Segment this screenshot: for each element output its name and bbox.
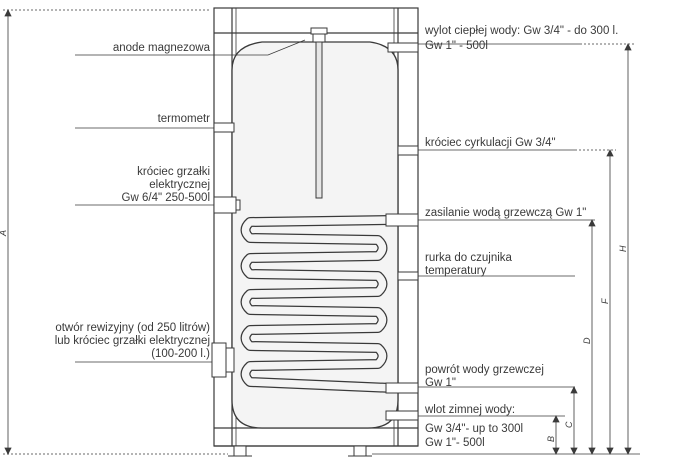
hot-water-outlet-port [387, 42, 419, 53]
dimension-D: D [582, 337, 592, 344]
inspection-port [211, 342, 227, 378]
label-heater-1: króciec grzałki [137, 166, 210, 178]
dimension-H: H [618, 245, 628, 252]
dimension-F: F [600, 298, 610, 304]
label-anode: anode magnezowa [113, 42, 211, 54]
label-thermometer: termometr [158, 113, 211, 125]
label-inspection-2: lub króciec grzałki elektrycznej [55, 335, 210, 347]
heater-port [213, 196, 237, 214]
heating-return-port [385, 382, 419, 394]
label-heating-return-2: Gw 1" [425, 377, 456, 389]
label-heater-2: elektrycznej [149, 179, 210, 191]
right-connectors [385, 42, 419, 421]
label-sensor-2: temperatury [425, 265, 487, 277]
cold-inlet-port [385, 410, 419, 421]
magnesium-anode [310, 27, 328, 199]
label-heating-return-1: powrót wody grzewczej [425, 364, 544, 376]
heating-supply-port [385, 213, 419, 227]
label-cold-inlet-3: Gw 1"- 500l [425, 437, 485, 449]
label-cold-inlet-1: wlot zimnej wody: [424, 404, 515, 416]
sensor-port [397, 271, 419, 281]
heating-coil [240, 215, 397, 393]
dimension-lines [3, 9, 640, 455]
label-sensor-1: rurka do czujnika [425, 252, 513, 264]
label-inspection-3: (100-200 l.) [151, 348, 210, 360]
label-circulation: króciec cyrkulacji Gw 3/4" [425, 137, 556, 149]
dimension-B: B [546, 436, 556, 442]
label-heater-3: Gw 6/4" 250-500l [122, 192, 210, 204]
thermometer-port [213, 122, 235, 133]
label-cold-inlet-2: Gw 3/4"- up to 300l [425, 423, 523, 435]
label-hot-outlet-2: Gw 1" - 500l [425, 40, 488, 52]
tank-feet [228, 445, 372, 457]
label-hot-outlet-1: wylot ciepłej wody: Gw 3/4" - do 300 l. [424, 25, 618, 37]
circulation-port [397, 145, 419, 156]
label-inspection-1: otwór rewizyjny (od 250 litrów) [55, 322, 210, 334]
dimension-C: C [564, 421, 574, 428]
left-connectors [211, 122, 241, 378]
leader-lines [75, 39, 595, 417]
label-heating-supply: zasilanie wodą grzewczą Gw 1" [425, 207, 586, 219]
dimension-A: A [0, 230, 8, 237]
